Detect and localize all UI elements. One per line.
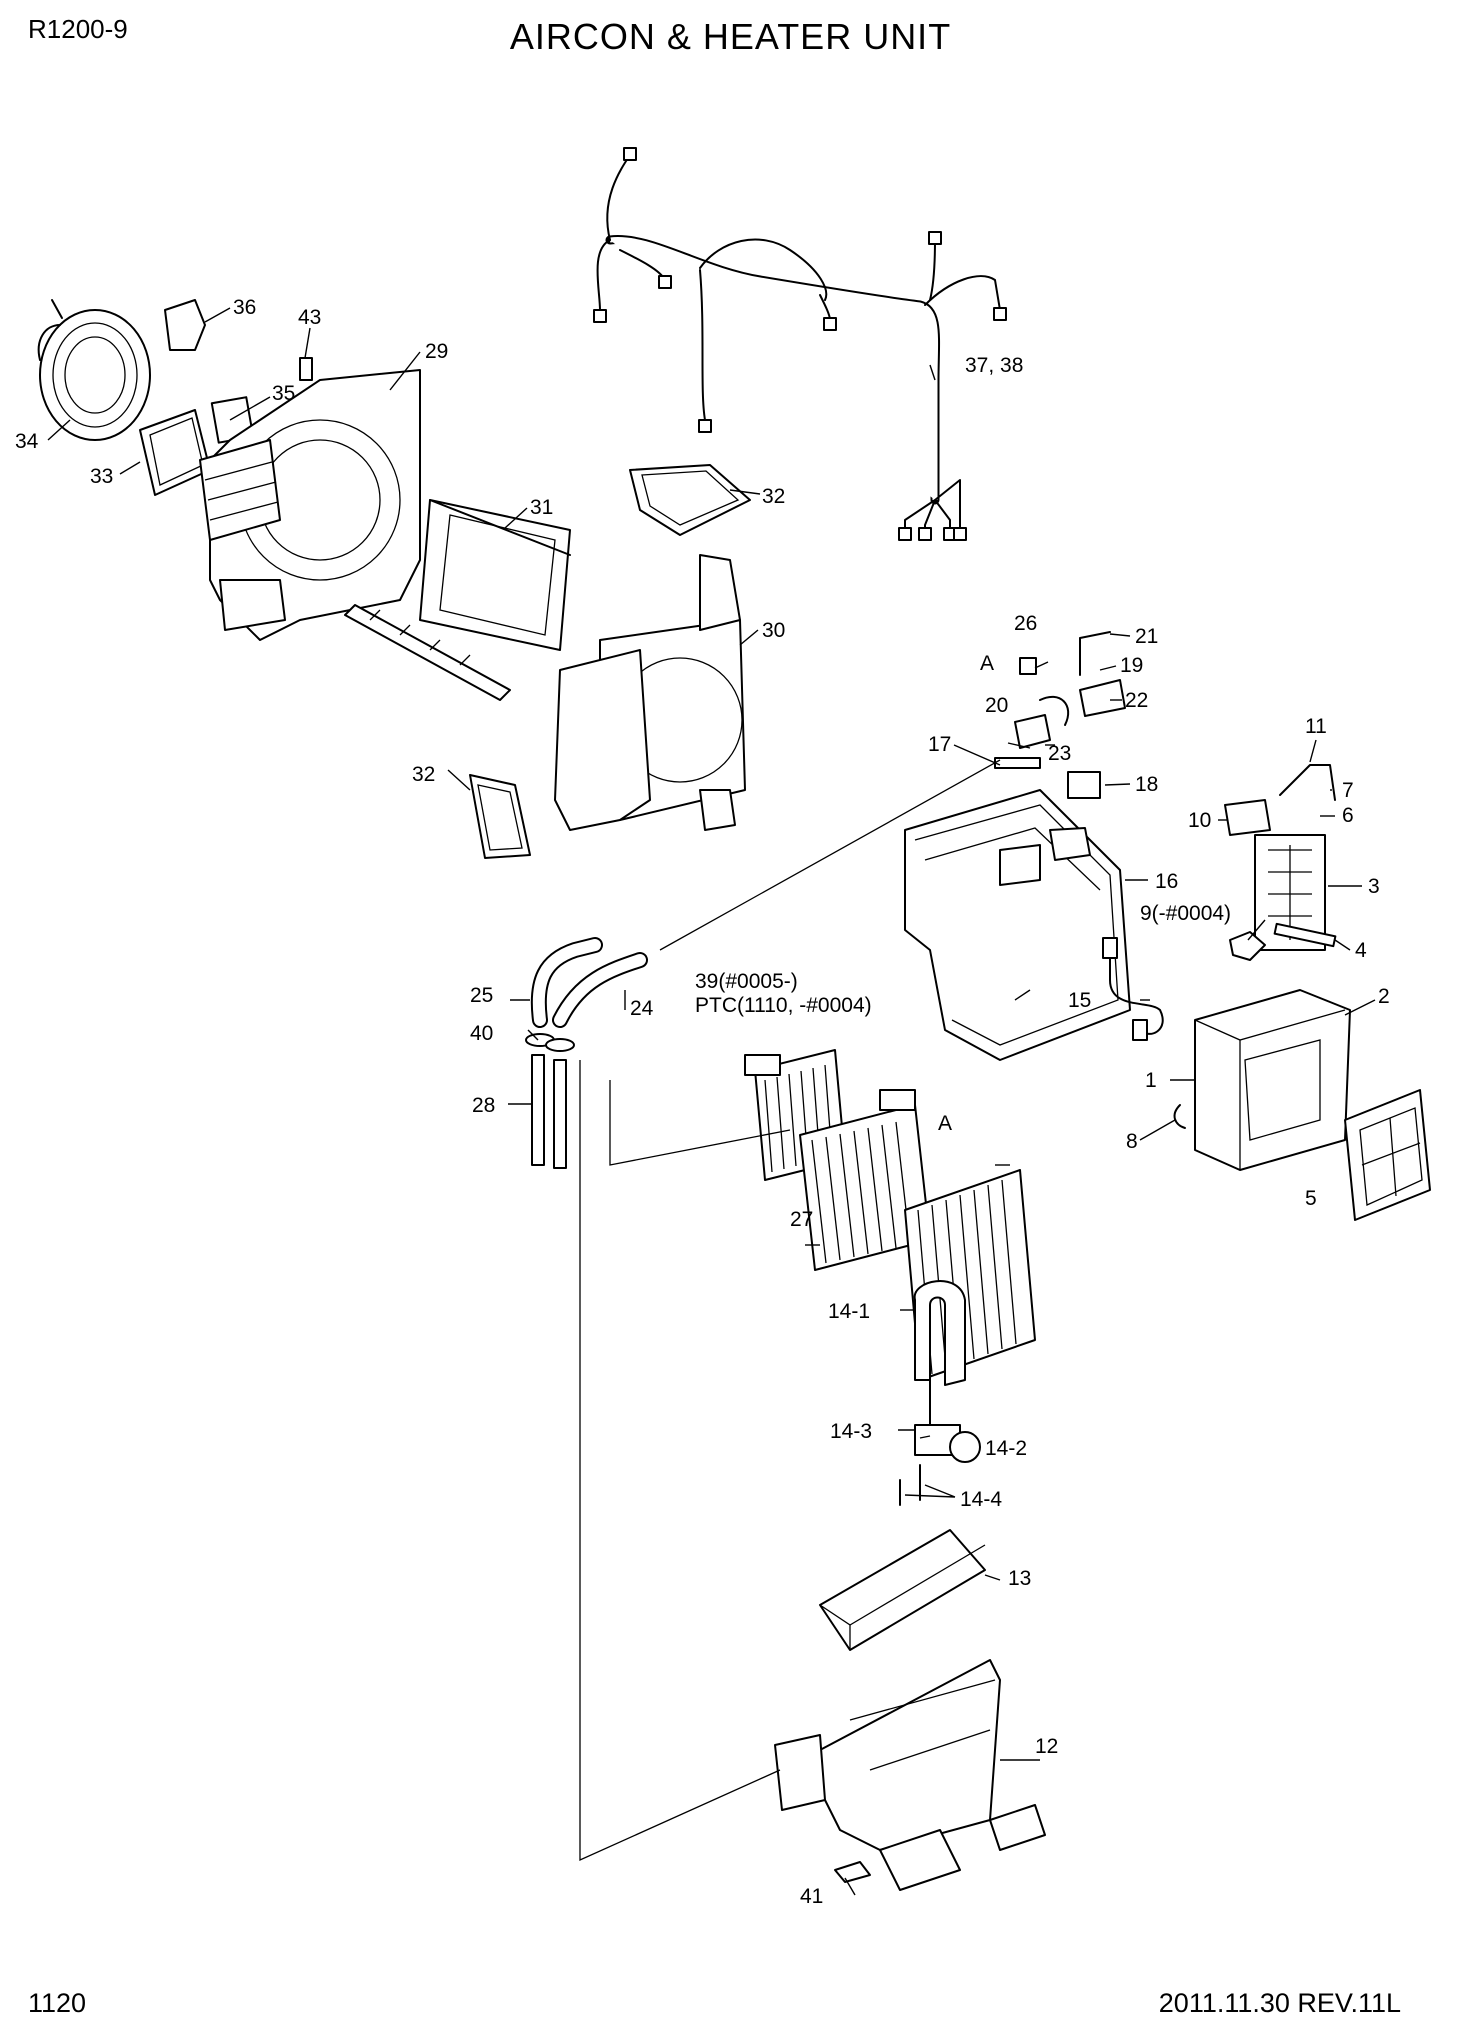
label-part-29: 29 [425, 340, 448, 363]
label-part-5: 5 [1305, 1187, 1317, 1210]
label-part-6: 6 [1342, 804, 1354, 827]
label-part-21: 21 [1135, 625, 1158, 648]
label-part-32-lower: 32 [412, 763, 435, 786]
label-part-25: 25 [470, 984, 493, 1007]
label-part-18: 18 [1135, 773, 1158, 796]
label-part-20: 20 [985, 694, 1008, 717]
blower-motor-drawing [37, 299, 151, 441]
page-title: AIRCON & HEATER UNIT [509, 16, 952, 57]
label-part-4: 4 [1355, 939, 1367, 962]
label-part-26: 26 [1014, 612, 1037, 635]
hoses-drawing [525, 937, 648, 1169]
label-part-39: 39(#0005-) [695, 970, 798, 993]
label-part-34: 34 [15, 430, 39, 453]
bracket-17-drawing [994, 757, 1041, 769]
label-part-7: 7 [1342, 779, 1354, 802]
label-part-14-2: 14-2 [985, 1437, 1027, 1460]
label-part-15: 15 [1068, 989, 1091, 1012]
label-ref-a-top: A [980, 652, 994, 675]
label-part-2: 2 [1378, 985, 1390, 1008]
label-part-24: 24 [630, 997, 654, 1020]
label-part-14-1: 14-1 [828, 1300, 870, 1323]
hose-23-drawing [1039, 695, 1070, 726]
blower-case-drawing [199, 369, 421, 641]
label-part-36: 36 [233, 296, 256, 319]
clip-8-drawing [1173, 1104, 1186, 1129]
actuator-20-drawing [1014, 714, 1051, 749]
label-part-11: 11 [1305, 715, 1327, 738]
label-part-40: 40 [470, 1022, 493, 1045]
sensor-43-drawing [299, 357, 313, 381]
label-part-43: 43 [298, 306, 321, 329]
bolts-14-4-drawing [899, 1464, 921, 1506]
label-part-37-38: 37, 38 [965, 354, 1023, 377]
seal-32-lower-drawing [469, 774, 531, 859]
label-part-3: 3 [1368, 875, 1380, 898]
actuator-22-drawing [1079, 679, 1126, 717]
drain-tray-13-drawing [819, 1529, 986, 1651]
model-number: R1200-9 [28, 14, 128, 44]
heater-core-27-drawing [799, 1089, 931, 1271]
part-4-drawing [1273, 922, 1337, 948]
sensor-15-drawing [1109, 939, 1164, 1035]
label-part-31: 31 [530, 496, 553, 519]
relay-18-drawing [1067, 771, 1101, 799]
damper-plate-31-drawing [344, 499, 571, 701]
filter-housing-1-drawing [1194, 989, 1351, 1171]
rod-21-drawing [1079, 631, 1111, 676]
case-assembly-16-drawing [904, 789, 1131, 1061]
label-part-27: 27 [790, 1208, 813, 1231]
label-part-9: 9(-#0004) [1140, 902, 1231, 925]
wiring-harness-drawing [593, 147, 1007, 541]
revision-date: 2011.11.30 REV.11L [1158, 1988, 1401, 2018]
rod-11-drawing [1279, 764, 1336, 801]
evaporator-14-1-drawing [904, 1169, 1036, 1386]
label-part-16: 16 [1155, 870, 1178, 893]
part-9-drawing [1229, 931, 1266, 961]
label-part-30: 30 [762, 619, 785, 642]
label-part-41: 41 [800, 1885, 823, 1908]
filter-5-drawing [1344, 1089, 1431, 1221]
label-part-33: 33 [90, 465, 113, 488]
label-part-32-top: 32 [762, 485, 785, 508]
housing-30-drawing [554, 554, 746, 831]
seal-32-top-drawing [629, 464, 751, 536]
label-ptc-note: PTC(1110, -#0004) [695, 994, 872, 1017]
label-part-23: 23 [1048, 742, 1071, 765]
lower-case-12-drawing [774, 1659, 1046, 1891]
label-part-28: 28 [472, 1094, 495, 1117]
page-number: 1120 [28, 1988, 87, 2018]
label-ref-a-heater: A [938, 1112, 952, 1135]
clip-26-drawing [1019, 657, 1037, 675]
actuator-36-drawing [164, 299, 206, 351]
label-part-1: 1 [1145, 1069, 1157, 1092]
label-part-13: 13 [1008, 1567, 1031, 1590]
label-part-14-3: 14-3 [830, 1420, 872, 1443]
label-part-10: 10 [1188, 809, 1211, 832]
label-part-17: 17 [928, 733, 951, 756]
label-part-8: 8 [1126, 1130, 1138, 1153]
label-part-35: 35 [272, 382, 295, 405]
label-part-22: 22 [1125, 689, 1148, 712]
part-41-drawing [834, 1861, 871, 1883]
actuator-10-drawing [1224, 799, 1271, 836]
label-part-12: 12 [1035, 1735, 1058, 1758]
label-part-19: 19 [1120, 654, 1143, 677]
label-part-14-4: 14-4 [960, 1488, 1002, 1511]
